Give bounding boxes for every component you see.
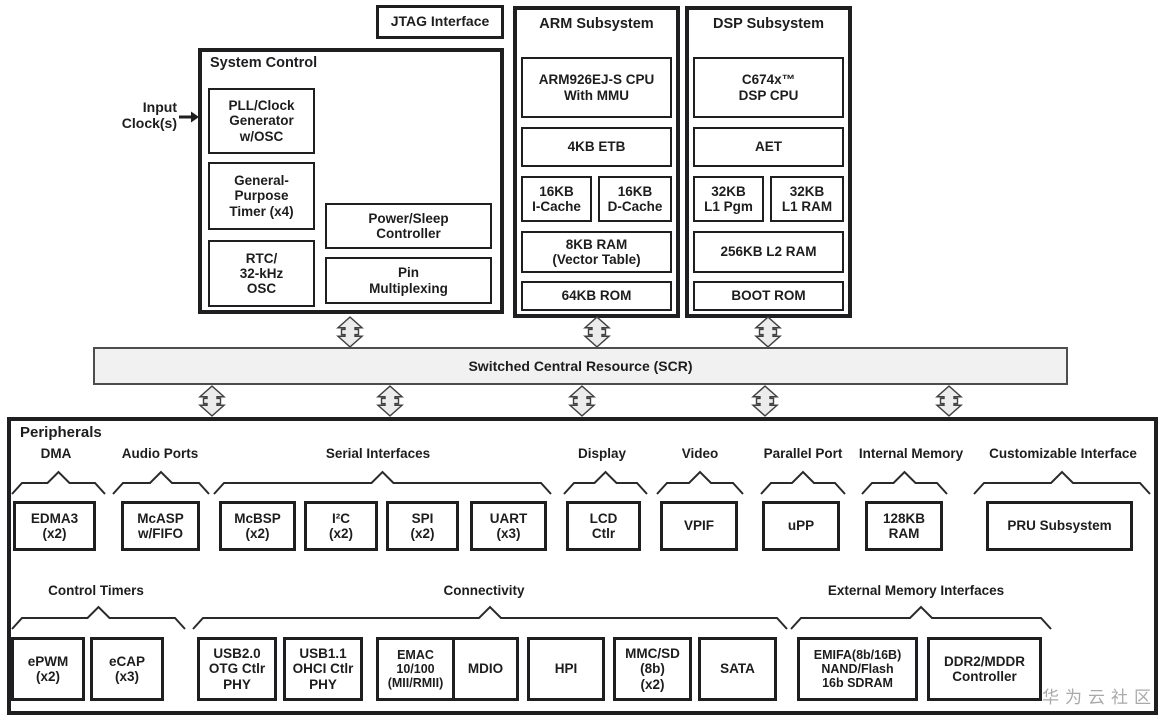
group-brace (861, 470, 948, 495)
box-128kb-ram: 128KB RAM (865, 501, 943, 551)
bidirectional-arrow-icon (754, 316, 782, 348)
box-upp: uPP (762, 501, 840, 551)
box-pin-multiplexing: Pin Multiplexing (325, 257, 492, 304)
box-mdio: MDIO (452, 637, 519, 701)
group-label-connectivity: Connectivity (443, 583, 525, 598)
box-emac: EMAC 10/100 (MII/RMII) (376, 637, 455, 701)
peripherals-title: Peripherals (20, 424, 102, 441)
system-control-title: System Control (210, 55, 318, 71)
group-label-internal-memory: Internal Memory (858, 446, 964, 461)
arm-subsystem-title: ARM Subsystem (539, 16, 654, 32)
dsp-subsystem-title: DSP Subsystem (713, 16, 824, 32)
scr-bus-bar: Switched Central Resource (SCR) (93, 347, 1068, 385)
box-usb1-ohci: USB1.1 OHCI Ctlr PHY (283, 637, 363, 701)
box-epwm: ePWM (x2) (11, 637, 85, 701)
box-general-purpose-timer: General- Purpose Timer (x4) (208, 162, 315, 230)
bidirectional-arrow-icon (376, 385, 404, 417)
box-ddr2-mddr: DDR2/MDDR Controller (927, 637, 1042, 701)
group-brace (760, 470, 846, 495)
box-rtc-32khz-osc: RTC/ 32-kHz OSC (208, 240, 315, 307)
bidirectional-arrow-icon (198, 385, 226, 417)
system-control-panel: System Control PLL/Clock Generator w/OSC… (198, 48, 504, 314)
box-16kb-dcache: 16KB D-Cache (598, 176, 672, 222)
box-aet: AET (693, 127, 844, 167)
bidirectional-arrow-icon (583, 316, 611, 348)
box-lcd-ctlr: LCD Ctlr (566, 501, 641, 551)
box-ecap: eCAP (x3) (90, 637, 164, 701)
bidirectional-arrow-icon (568, 385, 596, 417)
bidirectional-arrow-icon (751, 385, 779, 417)
box-arm926-cpu: ARM926EJ-S CPU With MMU (521, 57, 672, 118)
group-brace (563, 470, 648, 495)
box-power-sleep-controller: Power/Sleep Controller (325, 203, 492, 249)
group-label-external-memory-interfaces: External Memory Interfaces (827, 583, 1005, 598)
group-label-video: Video (681, 446, 719, 461)
group-label-control-timers: Control Timers (48, 583, 144, 598)
group-brace (213, 470, 552, 495)
bidirectional-arrow-icon (935, 385, 963, 417)
box-16kb-icache: 16KB I-Cache (521, 176, 592, 222)
box-edma3: EDMA3 (x2) (13, 501, 96, 551)
box-c674x-dsp-cpu: C674x™ DSP CPU (693, 57, 844, 118)
group-brace (112, 470, 210, 495)
box-vpif: VPIF (660, 501, 738, 551)
watermark-text: 华为云社区 (1042, 688, 1157, 707)
arm-subsystem-panel: ARM Subsystem ARM926EJ-S CPU With MMU 4K… (513, 6, 680, 318)
group-label-audio-ports: Audio Ports (121, 446, 199, 461)
box-pru-subsystem: PRU Subsystem (986, 501, 1133, 551)
group-label-display: Display (577, 446, 627, 461)
box-64kb-rom: 64KB ROM (521, 281, 672, 311)
group-label-dma: DMA (40, 446, 72, 461)
box-8kb-ram-vector-table: 8KB RAM (Vector Table) (521, 231, 672, 273)
input-clock-arrow-icon (179, 111, 199, 123)
group-brace (11, 605, 186, 630)
group-brace (973, 470, 1151, 495)
input-clock-label: Input Clock(s) (121, 99, 177, 132)
dsp-subsystem-panel: DSP Subsystem C674x™ DSP CPU AET 32KB L1… (685, 6, 852, 318)
box-sata: SATA (698, 637, 777, 701)
box-32kb-l1-pgm: 32KB L1 Pgm (693, 176, 764, 222)
box-256kb-l2-ram: 256KB L2 RAM (693, 231, 844, 273)
group-brace (656, 470, 744, 495)
box-boot-rom: BOOT ROM (693, 281, 844, 311)
group-brace (192, 605, 788, 630)
box-spi: SPI (x2) (386, 501, 459, 551)
group-label-customizable-interface: Customizable Interface (989, 446, 1137, 461)
group-brace (790, 605, 1052, 630)
box-mcasp: McASP w/FIFO (121, 501, 200, 551)
box-hpi: HPI (527, 637, 605, 701)
box-mmc-sd: MMC/SD (8b) (x2) (613, 637, 692, 701)
box-32kb-l1-ram: 32KB L1 RAM (770, 176, 844, 222)
group-label-parallel-port: Parallel Port (763, 446, 843, 461)
box-jtag-interface: JTAG Interface (376, 5, 504, 39)
group-label-serial-interfaces: Serial Interfaces (325, 446, 431, 461)
box-mcbsp: McBSP (x2) (219, 501, 296, 551)
group-brace (11, 470, 106, 495)
box-uart: UART (x3) (470, 501, 547, 551)
box-usb2-otg: USB2.0 OTG Ctlr PHY (197, 637, 277, 701)
peripherals-panel: Peripherals DMA Audio Ports Serial Inter… (7, 417, 1158, 715)
box-4kb-etb: 4KB ETB (521, 127, 672, 167)
box-pll-clock-generator: PLL/Clock Generator w/OSC (208, 88, 315, 154)
bidirectional-arrow-icon (336, 316, 364, 348)
box-emifa: EMIFA(8b/16B) NAND/Flash 16b SDRAM (797, 637, 918, 701)
box-i2c: I²C (x2) (304, 501, 378, 551)
